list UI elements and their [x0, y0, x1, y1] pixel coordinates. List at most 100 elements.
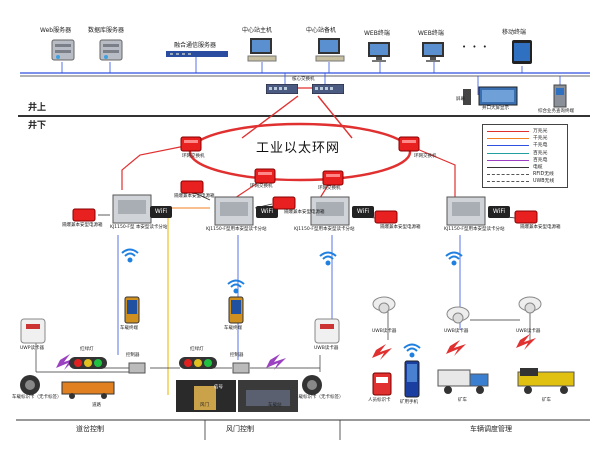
core-switch-right-icon: [312, 84, 344, 94]
wifi-badge-3: WiFi: [352, 206, 374, 218]
legend-swatch: [487, 131, 529, 132]
ring-switch-right-icon: [398, 136, 420, 152]
uwb-reader-4-label: UWB读卡器: [444, 329, 469, 334]
substation-1-icon: [112, 194, 152, 224]
legend-label: RFID无线: [533, 172, 554, 178]
uwb-reader-1-label: UWP读卡器: [20, 346, 44, 351]
ring-switch-mid-right-icon: [322, 170, 344, 186]
power-box-2-label: 隔爆兼本安型电源箱: [174, 194, 215, 199]
card-left-icon: [18, 374, 42, 396]
card-mid-label: 车载标识卡（无卡标签）: [294, 395, 344, 400]
database-server-label: 数据库服务器: [88, 27, 125, 34]
mobile-terminal-label: 移动终端: [502, 29, 527, 36]
legend-row: 千兆光: [487, 135, 565, 142]
section-door-control: 风门控制: [226, 425, 254, 433]
substation-4-label: KJ1150-F型用本安型读卡分站: [444, 227, 505, 232]
web-server-label: Web服务器: [40, 27, 72, 34]
mine-phone-icon: [404, 360, 420, 398]
traffic-light-1-icon: [68, 356, 108, 370]
uwb-reader-4-icon: [446, 306, 470, 326]
traffic-light-1-label: 红绿灯: [80, 347, 94, 352]
uwb-reader-3-icon: [372, 296, 396, 316]
wifi-signal-5-icon: [402, 342, 422, 358]
ring-switch-mid-left-label: 环网交换机: [250, 184, 273, 189]
wifi-signal-1-icon: [120, 247, 140, 263]
station-label: 车载站: [268, 403, 282, 408]
ring-switch-mid-right-label: 环网交换机: [318, 186, 341, 191]
traffic-light-2-icon: [178, 356, 218, 370]
legend-swatch: [487, 152, 529, 154]
substation-3-label: KJ1150-F型用本安型读卡分站: [294, 227, 355, 232]
section-vehicle-management: 车辆调度管理: [470, 425, 512, 433]
person-tag-icon: [372, 372, 392, 396]
backup-label: 中心站备机: [306, 27, 337, 34]
uwb-reader-5-label: UWB读卡器: [516, 329, 541, 334]
mine-car-2-label: 矿车: [542, 398, 551, 403]
person-tag-label: 人员标识卡: [368, 398, 391, 403]
controller-1-label: 控制器: [126, 353, 140, 358]
uwb-reader-5-icon: [518, 296, 542, 316]
power-box-3-icon: [272, 196, 296, 210]
uwb-reader-1-icon: [20, 318, 46, 344]
dispatch-display-icon: [478, 86, 518, 106]
ring-switch-left-icon: [180, 136, 202, 152]
screen-icon: [462, 88, 472, 106]
ring-switch-mid-left-icon: [254, 168, 276, 184]
power-box-1-label: 隔爆兼本安型电源箱: [62, 223, 103, 228]
power-box-3-label: 隔爆兼本安型电源箱: [284, 210, 325, 215]
service-terminal-label: 综合业务查询终端: [538, 109, 574, 114]
vehicle-terminal-2-icon: [228, 296, 244, 324]
power-box-2-icon: [180, 180, 204, 194]
legend-row: RFID无线: [487, 171, 565, 178]
section-switch-control: 道岔控制: [76, 425, 104, 433]
comm-server-icon: [166, 51, 228, 57]
web-terminal-1-icon: [366, 40, 394, 64]
wifi-signal-4-icon: [444, 250, 464, 266]
host-label: 中心站主机: [242, 27, 273, 34]
legend-swatch: [487, 181, 529, 183]
legend-swatch: [487, 138, 529, 140]
legend-swatch: [487, 174, 529, 176]
legend-label: 万兆光: [533, 129, 548, 134]
legend-label: 电缆: [533, 165, 543, 170]
controller-2-label: 控制器: [230, 353, 244, 358]
vehicle-terminal-2-label: 车载终端: [224, 326, 242, 331]
legend-swatch: [487, 167, 529, 168]
power-box-5-icon: [514, 210, 538, 224]
legend-label: 千兆电: [533, 143, 548, 149]
host-computer-icon: [246, 36, 278, 64]
substation-3-icon: [310, 196, 350, 226]
wifi-signal-3-icon: [318, 250, 338, 266]
signal-label: 信号: [214, 385, 223, 390]
legend-row: UWB无线: [487, 178, 565, 185]
mobile-terminal-icon: [510, 38, 534, 66]
mine-phone-label: 矿用手机: [400, 400, 418, 405]
level-below: 井下: [28, 121, 47, 131]
substation-4-icon: [446, 196, 486, 226]
power-box-4-icon: [374, 210, 398, 224]
substation-2-icon: [214, 196, 254, 226]
legend-row: 百兆光: [487, 150, 565, 157]
level-above: 井上: [28, 103, 47, 113]
power-box-4-label: 隔爆兼本安型电源箱: [380, 225, 421, 230]
road-label: 道路: [92, 403, 101, 408]
ellipsis: • • •: [462, 43, 489, 51]
power-box-5-label: 隔爆兼本安型电源箱: [520, 225, 561, 230]
card-left-label: 车载标识卡（无卡标签）: [12, 395, 62, 400]
core-switch-label: 核心交换机: [292, 77, 315, 82]
uwb-reader-2-label: UWB读卡器: [314, 346, 339, 351]
wifi-badge-2: WiFi: [256, 206, 278, 218]
legend-row: 千兆电: [487, 142, 565, 149]
substation-1-label: KJ1150-F型 本安型读卡分站: [110, 225, 168, 230]
door-scene-icon: [176, 380, 298, 412]
screen-label: 屏幕: [456, 97, 465, 102]
vehicle-terminal-1-label: 车载终端: [120, 326, 138, 331]
core-switch-left-icon: [266, 84, 298, 94]
mine-car-left-icon: [60, 380, 116, 400]
legend-row: 电缆: [487, 164, 565, 171]
ring-switch-right-label: 环网交换机: [414, 154, 437, 159]
wifi-badge-4: WiFi: [488, 206, 510, 218]
legend-swatch: [487, 145, 529, 147]
substation-2-label: KJ1150-F型用本安型读卡分站: [206, 227, 267, 232]
